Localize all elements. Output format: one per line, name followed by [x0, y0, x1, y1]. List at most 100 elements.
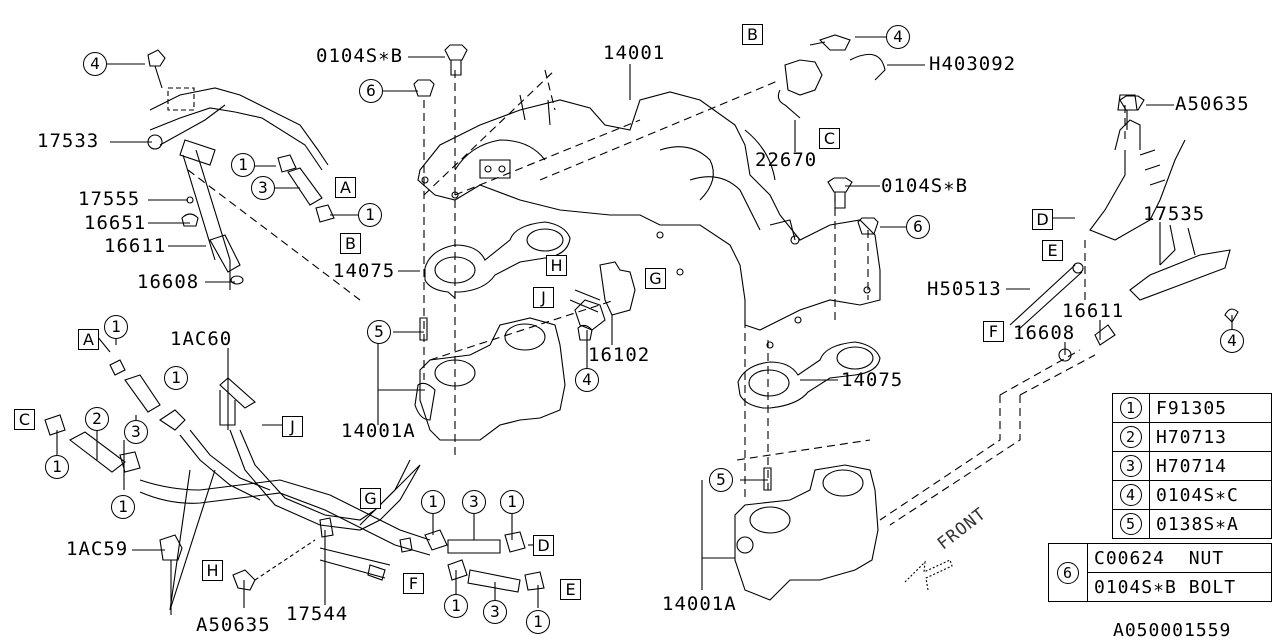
legend-key: 3: [1120, 455, 1142, 477]
part-label-16651[interactable]: 16651: [84, 212, 147, 234]
legend-part-code: C00624: [1094, 547, 1166, 569]
callout-6[interactable]: 6: [359, 79, 383, 103]
legend-part-number[interactable]: H70713: [1149, 422, 1272, 452]
callout-5[interactable]: 5: [709, 468, 733, 492]
hose-assembly-drawing: [45, 360, 544, 610]
callout-1[interactable]: 1: [444, 594, 468, 618]
legend-key: 1: [1120, 397, 1142, 419]
legend-part-number[interactable]: 0104S∗C: [1149, 480, 1272, 510]
part-label-14001a-right[interactable]: 14001A: [662, 593, 737, 615]
part-label-16608-right[interactable]: 16608: [1013, 322, 1076, 344]
part-label-14001[interactable]: 14001: [603, 42, 666, 64]
part-label-14001a-left[interactable]: 14001A: [341, 420, 416, 442]
part-label-a50635-bottom[interactable]: A50635: [196, 614, 271, 636]
legend-part-code: 0104S∗B: [1094, 576, 1177, 598]
connector-d[interactable]: D: [1032, 209, 1053, 230]
parts-legend-table-row6: 6 C00624 NUT 0104S∗B BOLT: [1048, 543, 1272, 602]
front-arrow-drawing: [905, 560, 952, 590]
legend-row: 0104S∗B BOLT: [1049, 572, 1272, 602]
part-label-h50513[interactable]: H50513: [927, 278, 1002, 300]
callout-1[interactable]: 1: [111, 495, 135, 519]
part-label-h403092[interactable]: H403092: [929, 53, 1017, 75]
alignment-dashes: [188, 70, 1125, 525]
part-label-17555[interactable]: 17555: [78, 188, 141, 210]
connector-h[interactable]: H: [202, 560, 223, 581]
part-label-0104sb-right[interactable]: 0104S∗B: [881, 175, 969, 197]
callout-1[interactable]: 1: [231, 153, 255, 177]
callout-1[interactable]: 1: [104, 315, 128, 339]
legend-part-number[interactable]: 0104S∗B BOLT: [1087, 572, 1272, 602]
callout-2[interactable]: 2: [85, 407, 109, 431]
part-label-a50635-top[interactable]: A50635: [1175, 93, 1250, 115]
legend-part-number[interactable]: C00624 NUT: [1087, 543, 1272, 573]
part-label-16611-right[interactable]: 16611: [1062, 300, 1125, 322]
legend-key: 6: [1057, 561, 1079, 584]
connector-g[interactable]: G: [645, 268, 666, 289]
connector-a[interactable]: A: [78, 329, 99, 350]
callout-4[interactable]: 4: [1220, 329, 1244, 353]
callout-1[interactable]: 1: [421, 490, 445, 514]
callout-1[interactable]: 1: [500, 490, 524, 514]
part-label-1ac59[interactable]: 1AC59: [66, 538, 129, 560]
part-label-22670[interactable]: 22670: [755, 149, 818, 171]
legend-row: 4 0104S∗C: [1112, 480, 1272, 510]
connector-f[interactable]: F: [403, 573, 424, 594]
parts-legend-table: 1 F91305 2 H70713 3 H70714 4 0104S∗C 5 0…: [1112, 393, 1272, 539]
legend-row: 5 0138S∗A: [1112, 509, 1272, 539]
connector-a[interactable]: A: [335, 177, 356, 198]
connector-b[interactable]: B: [340, 233, 361, 254]
legend-part-number[interactable]: 0138S∗A: [1149, 509, 1272, 539]
part-label-16608-left[interactable]: 16608: [137, 271, 200, 293]
callout-5[interactable]: 5: [367, 320, 391, 344]
part-label-16611-left[interactable]: 16611: [104, 235, 167, 257]
callout-3[interactable]: 3: [483, 600, 507, 624]
part-label-0104sb-top[interactable]: 0104S∗B: [316, 45, 404, 67]
part-label-17544[interactable]: 17544: [286, 603, 349, 625]
part-label-1ac60[interactable]: 1AC60: [170, 328, 233, 350]
diagram-reference-code: A050001559: [1113, 620, 1232, 641]
legend-row: 2 H70713: [1112, 422, 1272, 452]
callout-3[interactable]: 3: [251, 176, 275, 200]
connector-e[interactable]: E: [1042, 240, 1063, 261]
legend-row: 1 F91305: [1112, 393, 1272, 423]
part-label-14075-right[interactable]: 14075: [841, 369, 904, 391]
throttle-body-drawings: [415, 318, 878, 600]
callout-4[interactable]: 4: [83, 52, 107, 76]
legend-key: 4: [1120, 484, 1142, 506]
legend-part-number[interactable]: H70714: [1149, 451, 1272, 481]
callout-6[interactable]: 6: [906, 215, 930, 239]
pressure-regulator-drawing: [778, 35, 885, 118]
fuel-rail-left-drawing: [148, 50, 334, 284]
intake-manifold-drawing: [418, 92, 880, 348]
legend-part-number[interactable]: F91305: [1149, 393, 1272, 423]
connector-b[interactable]: B: [742, 24, 763, 45]
legend-part-desc: NUT: [1188, 547, 1225, 569]
connector-j[interactable]: J: [282, 416, 303, 437]
connector-d[interactable]: D: [533, 535, 554, 556]
callout-1[interactable]: 1: [45, 455, 69, 479]
gasket-drawings: [425, 222, 880, 408]
part-label-16102[interactable]: 16102: [588, 344, 651, 366]
legend-part-desc: BOLT: [1188, 576, 1237, 598]
callout-4[interactable]: 4: [886, 25, 910, 49]
connector-c[interactable]: C: [819, 128, 840, 149]
callout-3[interactable]: 3: [462, 490, 486, 514]
callout-3[interactable]: 3: [124, 420, 148, 444]
connector-c[interactable]: C: [14, 409, 35, 430]
part-label-17533[interactable]: 17533: [37, 130, 100, 152]
legend-key: 5: [1120, 513, 1142, 535]
connector-h[interactable]: H: [546, 255, 567, 276]
callout-1[interactable]: 1: [164, 366, 188, 390]
solenoid-valve-drawing: [570, 262, 635, 330]
connector-g[interactable]: G: [360, 488, 381, 509]
part-label-14075-left[interactable]: 14075: [333, 260, 396, 282]
connector-f[interactable]: F: [983, 321, 1004, 342]
callout-1[interactable]: 1: [526, 610, 550, 634]
callout-4[interactable]: 4: [575, 368, 599, 392]
callout-1[interactable]: 1: [358, 203, 382, 227]
connector-e[interactable]: E: [560, 579, 581, 600]
fastener-drawings: [414, 45, 1144, 490]
connector-j[interactable]: J: [533, 287, 554, 308]
part-label-17535[interactable]: 17535: [1143, 203, 1206, 225]
